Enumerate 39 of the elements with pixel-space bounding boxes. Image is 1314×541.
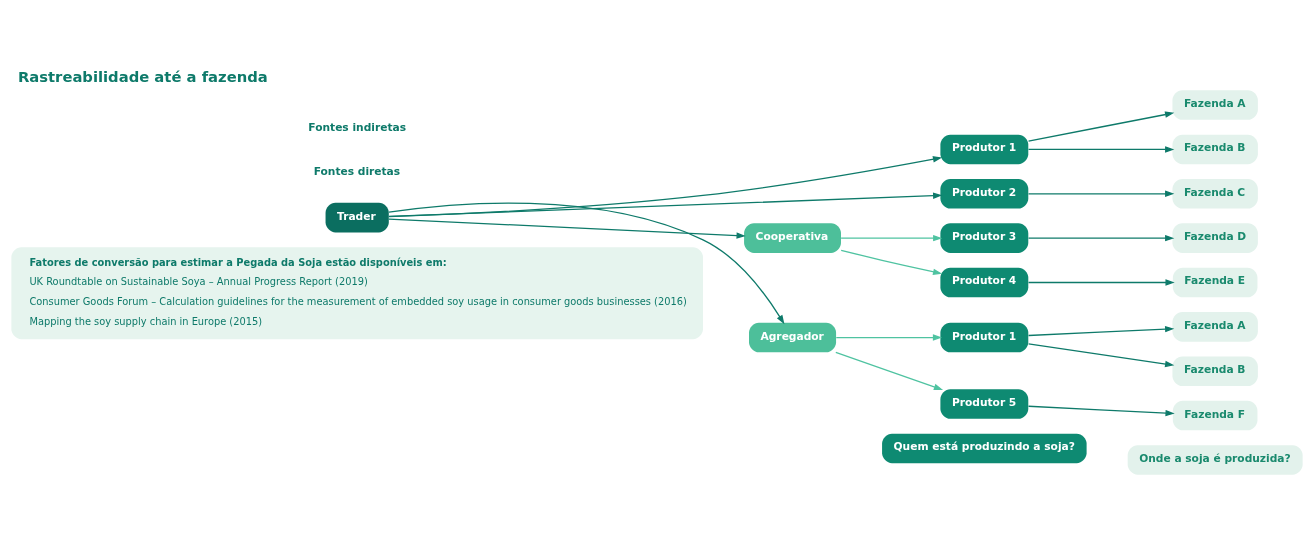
node-box: Agregador (749, 322, 837, 352)
node-box: Fazenda C (1172, 178, 1258, 209)
node-box: Quem está produzindo a soja? (882, 433, 1087, 463)
node-box: Produtor 4 (940, 267, 1029, 297)
node-box: Produtor 3 (940, 222, 1029, 253)
node-box: Produtor 2 (940, 178, 1029, 209)
label: Fontes indiretas (308, 120, 407, 134)
arrow (840, 249, 943, 275)
arrow (1027, 342, 1175, 367)
node-box: Produtor 1 (940, 134, 1029, 164)
arrow (835, 351, 944, 390)
node-box: Fazenda A (1172, 311, 1258, 342)
arrow (388, 217, 746, 239)
arrow (1027, 278, 1175, 286)
node-box: Fatores de conversão para estimar a Pegada da Soja estão disponíveis em: UK Roundtable on Sustainable Soya – Annual Progress Report (2019) Consumer Goods Forum – Calculation guidelines for the measurement of embedded soy usage in consumer goods businesses (2016) Mapping the soy supply chain in Europe (2015) (11, 246, 703, 339)
arrow (1027, 110, 1175, 142)
node-box: Fazenda F (1172, 400, 1258, 430)
node-box: Trader (325, 202, 389, 232)
node-box: Fazenda B (1172, 134, 1258, 164)
arrow (1027, 234, 1175, 241)
arrow (1027, 405, 1175, 416)
arrow (1027, 325, 1175, 336)
node-box: Fazenda B (1172, 355, 1258, 386)
label: Fontes diretas (313, 164, 401, 178)
arrow (1027, 190, 1175, 197)
arrow (835, 333, 943, 341)
arrow (388, 192, 943, 217)
node-box: Cooperativa (744, 222, 841, 253)
arrow (388, 155, 943, 217)
node-box: Fazenda D (1172, 222, 1258, 253)
node-box: Produtor 5 (940, 388, 1029, 419)
node-box: Produtor 1 (940, 322, 1029, 352)
node-box: Fazenda A (1172, 89, 1258, 120)
arrow (840, 234, 943, 241)
node-box: Fazenda E (1172, 267, 1258, 297)
node-box: Onde a soja é produzida? (1127, 444, 1303, 475)
arrow (1027, 145, 1175, 153)
arrow (388, 201, 785, 324)
diagram-title: Rastreabilidade até a fazenda (17, 67, 268, 85)
